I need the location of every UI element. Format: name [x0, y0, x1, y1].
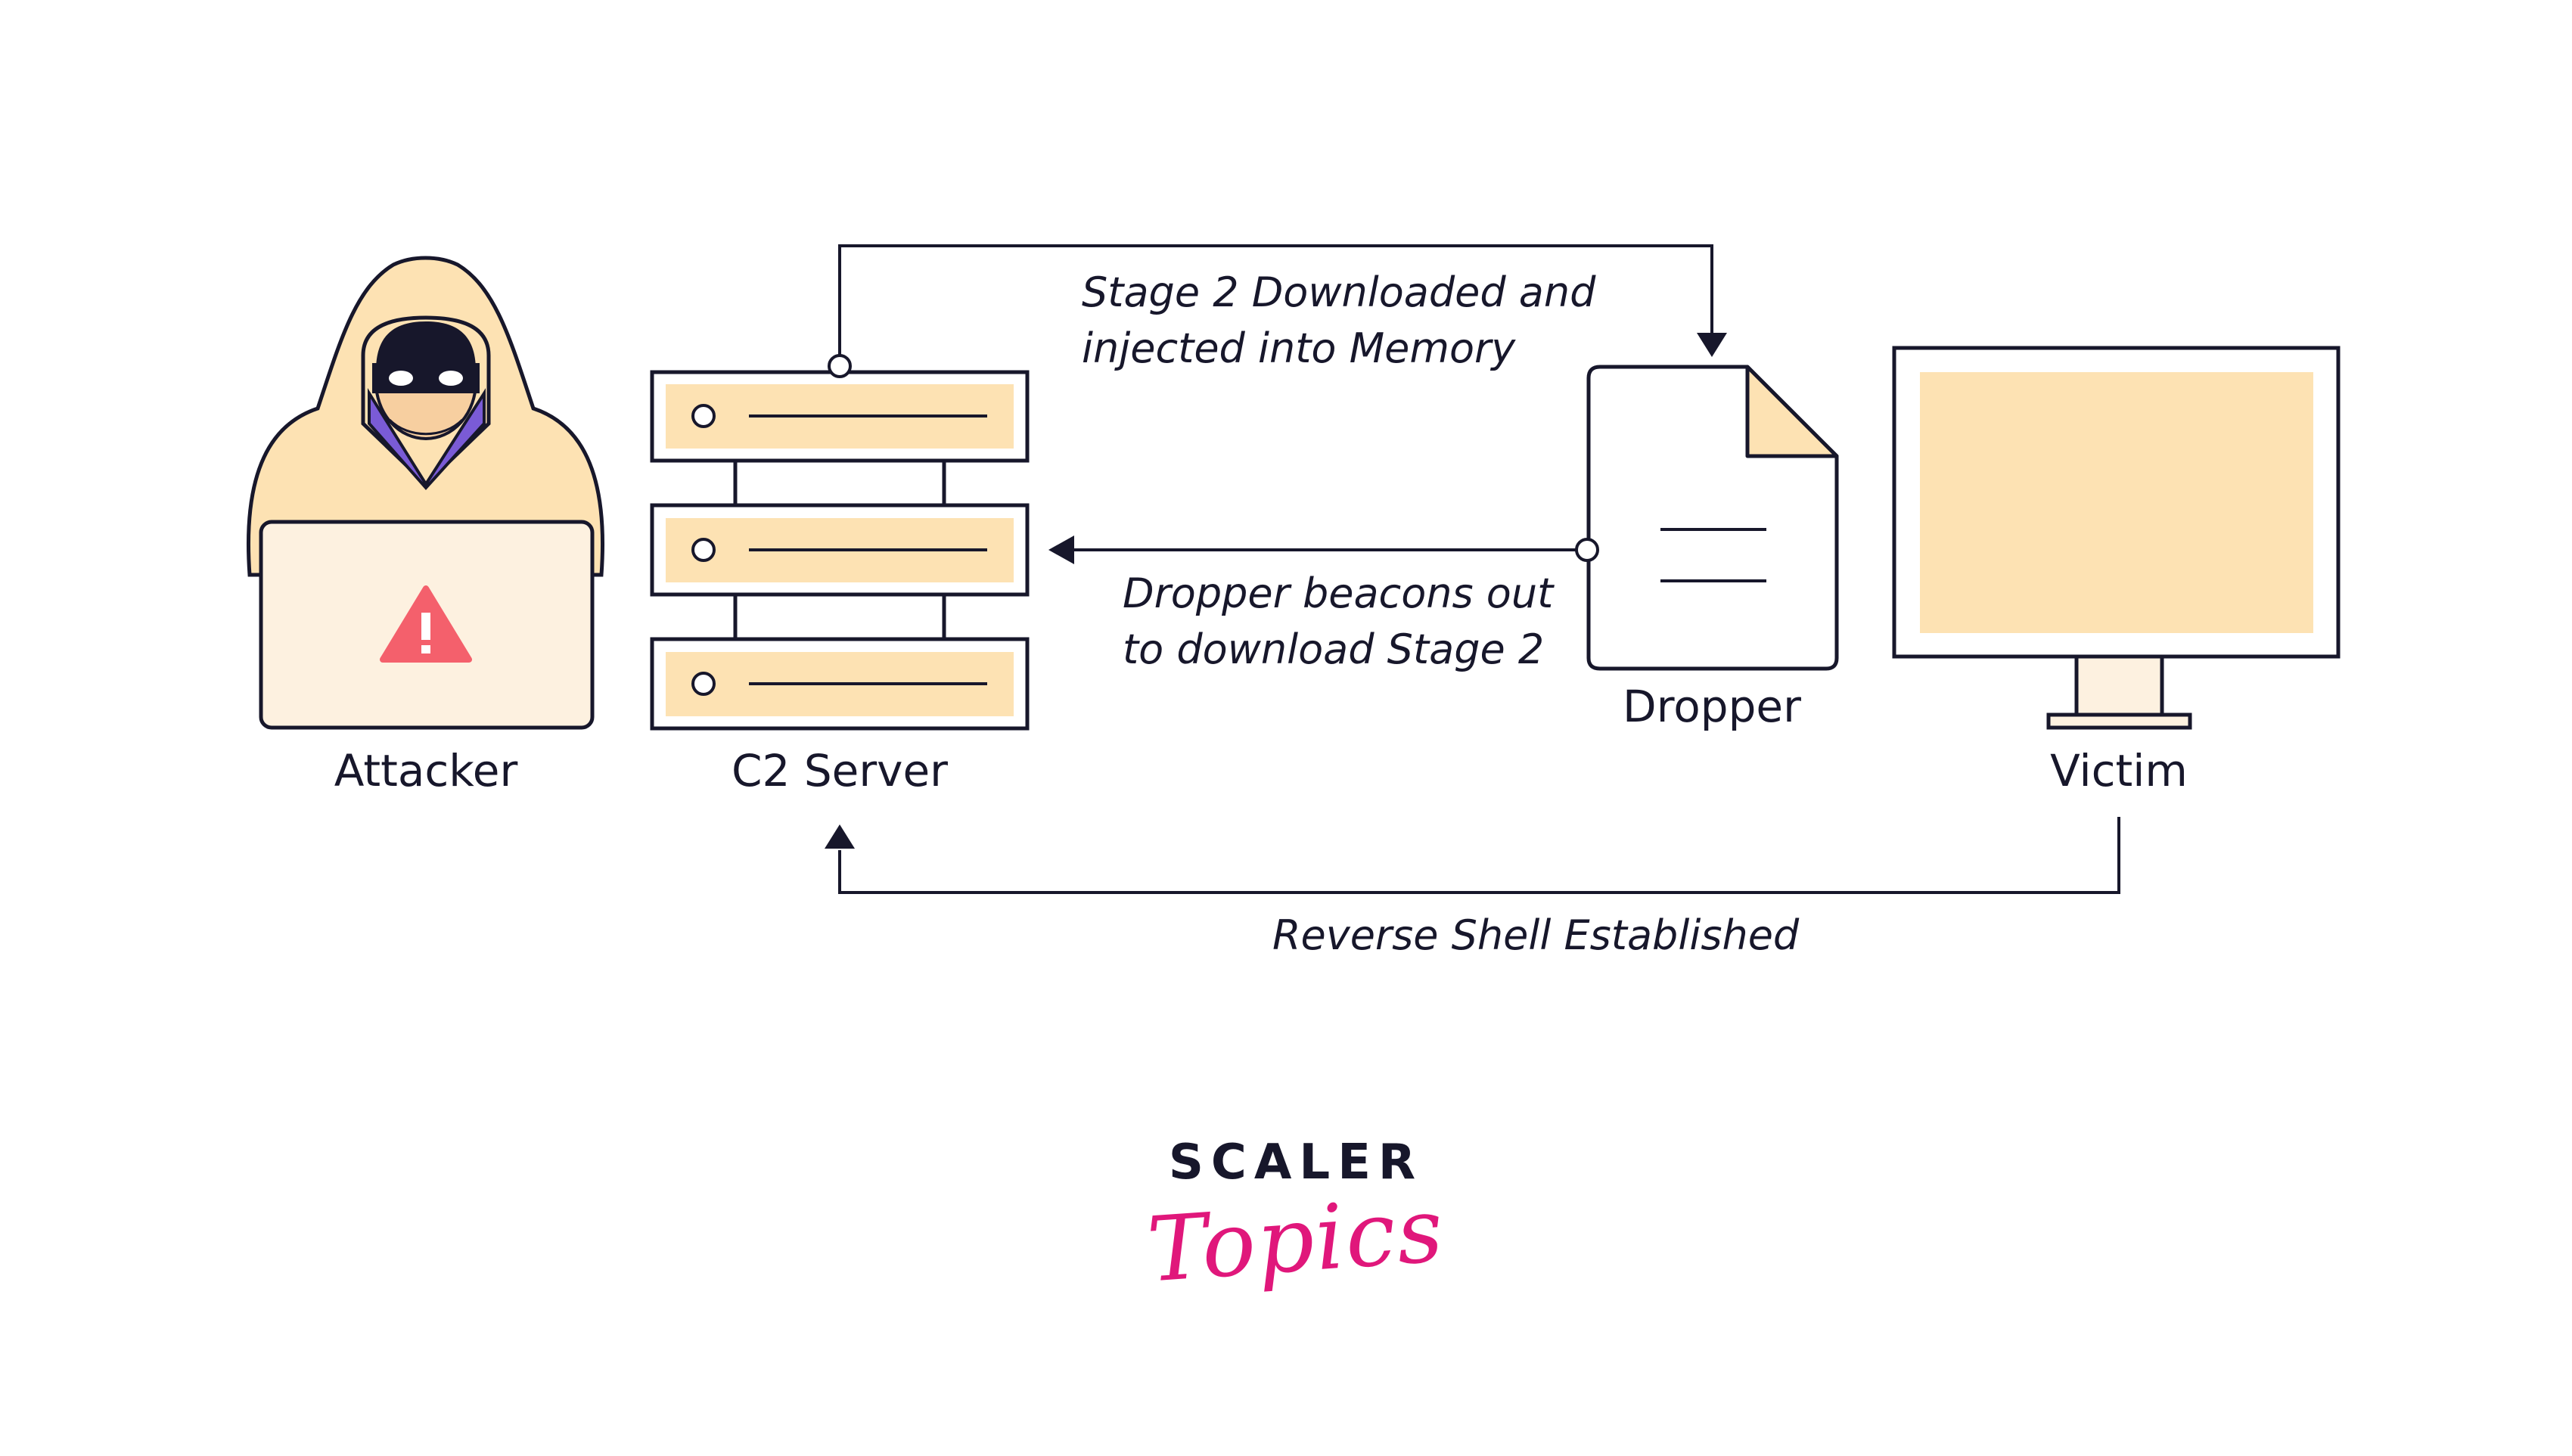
victim-label: Victim — [2050, 745, 2188, 796]
victim-monitor-icon — [1892, 346, 2341, 730]
warning-icon — [380, 585, 472, 663]
reverse-shell-flow-label: Reverse Shell Established — [1272, 911, 1800, 959]
c2-server-icon — [650, 370, 1030, 731]
scaler-logo-word: SCALER — [1168, 1135, 1424, 1191]
beacon-flow-line2: to download Stage 2 — [1123, 626, 1545, 673]
attacker-icon — [246, 256, 605, 577]
c2-server-label: C2 Server — [731, 745, 949, 796]
topics-logo-script: Topics — [1144, 1177, 1448, 1302]
dropper-document-icon — [1586, 365, 1839, 671]
beacon-flow-label: Dropper beacons out to download Stage 2 — [1123, 566, 1553, 678]
beacon-flow-line1: Dropper beacons out — [1123, 570, 1554, 617]
attacker-label: Attacker — [334, 745, 518, 796]
beacon-arrow — [1048, 536, 1599, 564]
dropper-label: Dropper — [1623, 681, 1801, 732]
stage2-flow-line2: injected into Memory — [1082, 324, 1516, 372]
stage2-download-arrow — [828, 244, 1727, 378]
stage2-flow-line1: Stage 2 Downloaded and — [1082, 269, 1596, 316]
stage2-flow-label: Stage 2 Downloaded and injected into Mem… — [1082, 265, 1595, 377]
reverse-shell-arrow — [825, 817, 2120, 894]
